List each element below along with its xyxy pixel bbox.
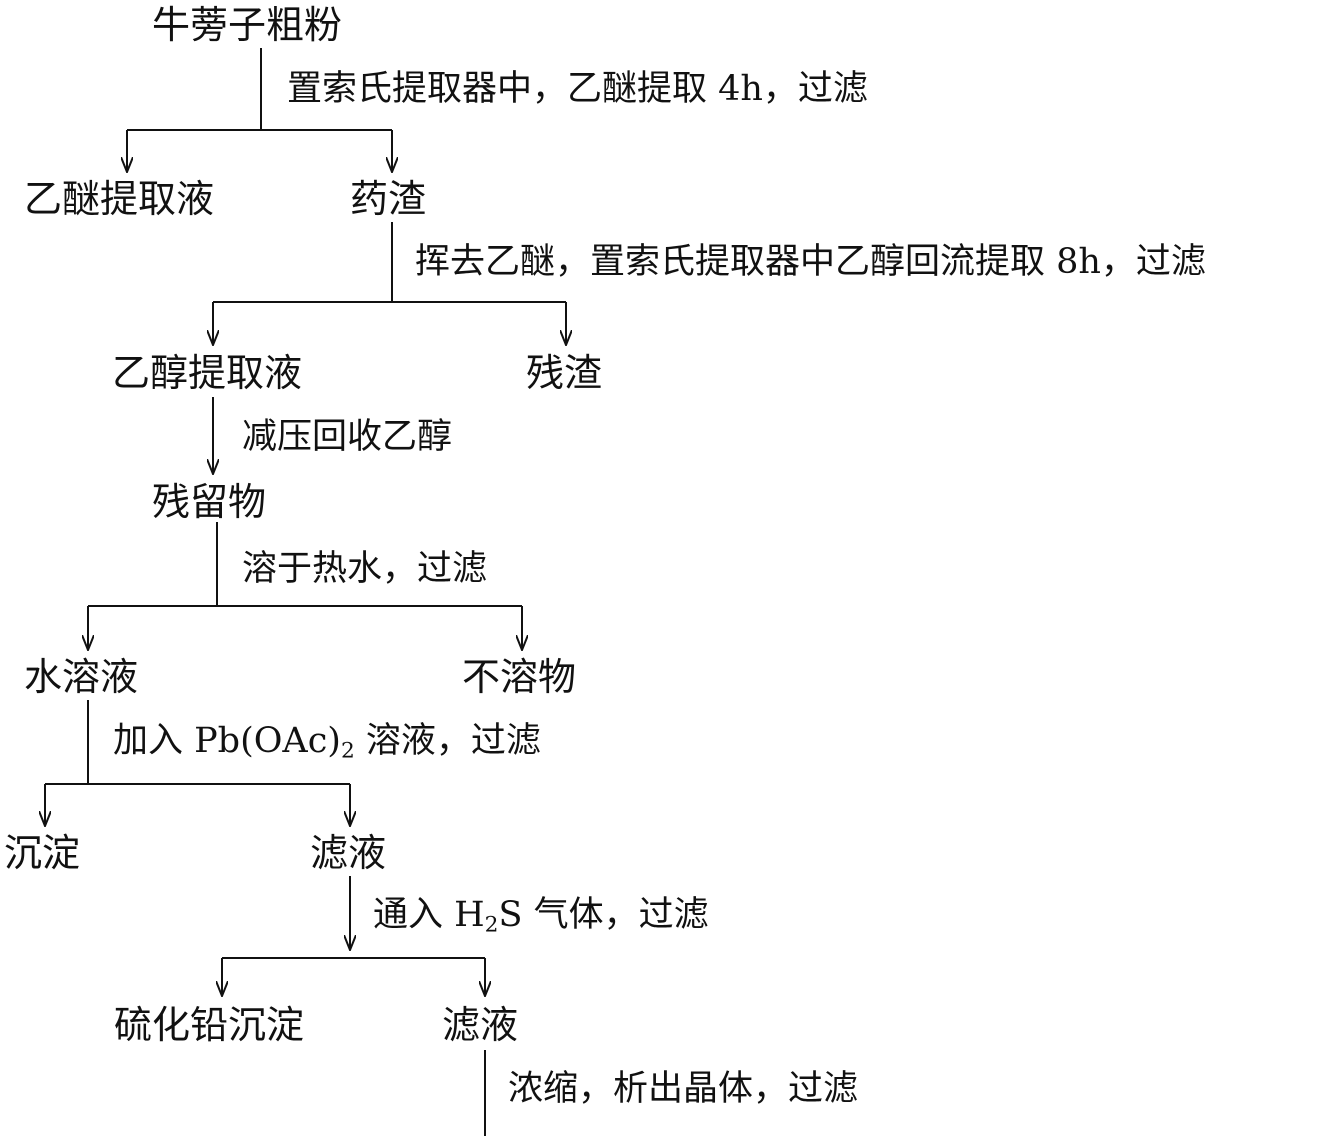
- step-add-lead-acetate: 加入 Pb(OAc)2 溶液，过滤: [113, 721, 541, 762]
- step-dissolve-hot-water: 溶于热水，过滤: [242, 549, 488, 589]
- node-insoluble: 不溶物: [462, 655, 577, 699]
- step-concentrate-crystallize: 浓缩，析出晶体，过滤: [508, 1069, 859, 1109]
- step-add-lead-acetate-subscript: 2: [340, 738, 355, 764]
- node-leftover: 残留物: [152, 480, 267, 524]
- node-ether-extract: 乙醚提取液: [24, 177, 215, 221]
- node-filtrate-1: 滤液: [310, 831, 387, 875]
- step-add-lead-acetate-suffix: 溶液，过滤: [354, 721, 541, 761]
- node-ethanol-extract: 乙醇提取液: [112, 351, 303, 395]
- node-filtrate-2: 滤液: [442, 1003, 519, 1047]
- node-herb-residue: 药渣: [350, 177, 427, 221]
- step-ether-extraction: 置索氏提取器中，乙醚提取 4h，过滤: [287, 69, 868, 109]
- node-start: 牛蒡子粗粉: [152, 3, 343, 47]
- node-precipitate: 沉淀: [4, 831, 81, 875]
- node-lead-sulfide: 硫化铅沉淀: [114, 1003, 305, 1047]
- step-add-lead-acetate-prefix: 加入 Pb(OAc): [113, 721, 341, 761]
- node-residue: 残渣: [526, 351, 603, 395]
- node-aqueous-solution: 水溶液: [24, 655, 139, 699]
- step-h2s-gas-suffix: S 气体，过滤: [498, 895, 709, 935]
- step-recover-ethanol: 减压回收乙醇: [242, 417, 453, 457]
- step-h2s-gas-prefix: 通入 H: [373, 895, 485, 935]
- step-ethanol-reflux: 挥去乙醚，置索氏提取器中乙醇回流提取 8h，过滤: [415, 242, 1206, 282]
- step-h2s-gas: 通入 H2S 气体，过滤: [373, 895, 709, 936]
- step-h2s-gas-subscript: 2: [484, 912, 499, 938]
